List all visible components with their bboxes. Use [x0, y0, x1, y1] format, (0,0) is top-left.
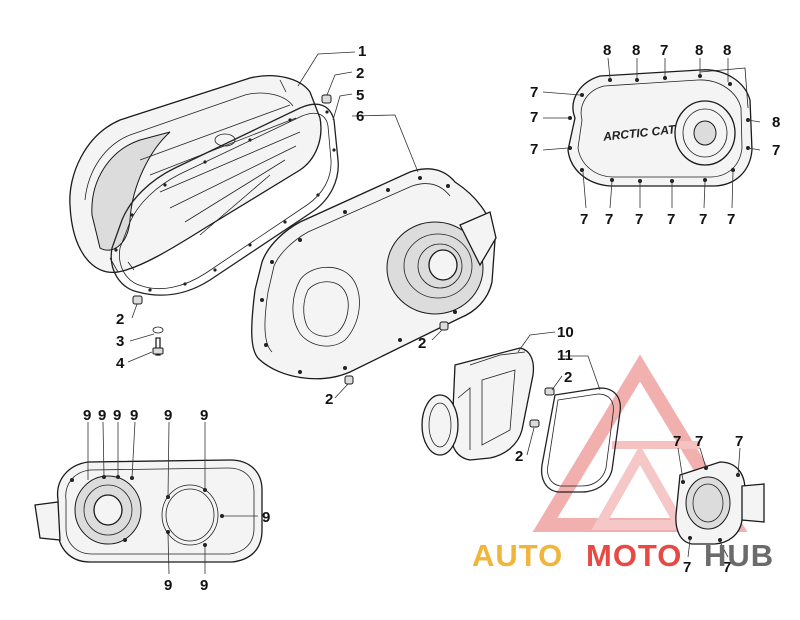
callout-7: 7: [530, 141, 538, 158]
callout-8: 8: [632, 42, 640, 59]
leader-lines: [87, 51, 761, 575]
callout-labels: 1 2 5 6 2 3 4 2 2 10 11 2 2 8 8 7 8 8 7 …: [83, 42, 780, 594]
watermark-text: AUTO MOTO HUB: [472, 538, 774, 573]
callout-9: 9: [164, 407, 172, 424]
callout-11: 11: [557, 347, 573, 364]
callout-9: 9: [83, 407, 91, 424]
callout-2: 2: [418, 335, 426, 352]
watermark-auto: AUTO: [472, 538, 563, 573]
callout-9: 9: [262, 509, 270, 526]
callout-9: 9: [113, 407, 121, 424]
callout-2: 2: [515, 448, 523, 465]
callout-7: 7: [530, 109, 538, 126]
callout-2: 2: [325, 391, 333, 408]
callout-7: 7: [699, 211, 707, 228]
callout-7: 7: [695, 433, 703, 450]
callout-7: 7: [660, 42, 668, 59]
watermark-logo-icon: [532, 354, 748, 532]
watermark-moto: MOTO: [586, 538, 682, 573]
callout-7: 7: [673, 433, 681, 450]
callout-4: 4: [116, 355, 125, 372]
outer-cover-gasket: [110, 103, 339, 296]
callout-9: 9: [164, 577, 172, 594]
cover-outside-view: [34, 459, 263, 563]
callout-8: 8: [695, 42, 703, 59]
callout-1: 1: [358, 43, 366, 60]
inner-clutch-cover: [251, 168, 497, 380]
callout-6: 6: [356, 108, 364, 125]
callout-7: 7: [530, 84, 538, 101]
callout-3: 3: [116, 333, 124, 350]
callout-8: 8: [723, 42, 731, 59]
assembled-cover-view: ARCTIC CAT: [567, 67, 753, 187]
callout-7: 7: [635, 211, 643, 228]
duct-gasket: [540, 387, 621, 493]
callout-2: 2: [356, 65, 364, 82]
small-duct-housing: [675, 461, 765, 545]
dowel-pins: [132, 94, 332, 356]
callout-9: 9: [130, 407, 138, 424]
callout-2: 2: [116, 311, 124, 328]
callout-9: 9: [200, 407, 208, 424]
callout-5: 5: [356, 87, 364, 104]
callout-7: 7: [772, 142, 780, 159]
callout-9: 9: [98, 407, 106, 424]
callout-7: 7: [580, 211, 588, 228]
callout-9: 9: [200, 577, 208, 594]
callout-7: 7: [723, 559, 731, 576]
watermark-hub: HUB: [704, 538, 774, 573]
callout-7: 7: [735, 433, 743, 450]
callout-8: 8: [772, 114, 780, 131]
air-duct-housing: [421, 347, 535, 461]
callout-7: 7: [667, 211, 675, 228]
callout-7: 7: [683, 559, 691, 576]
callout-7: 7: [605, 211, 613, 228]
callout-7: 7: [727, 211, 735, 228]
callout-10: 10: [557, 324, 574, 341]
inner-cover-dowels: [344, 321, 449, 385]
callout-8: 8: [603, 42, 611, 59]
outer-clutch-cover: [69, 75, 322, 274]
callout-2: 2: [564, 369, 572, 386]
